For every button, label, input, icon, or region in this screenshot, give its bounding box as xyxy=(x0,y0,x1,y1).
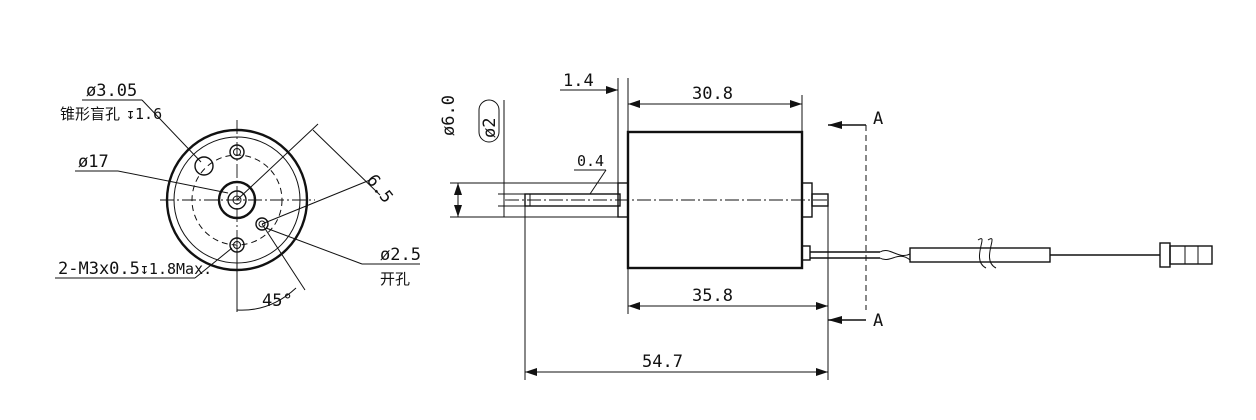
connector-housing xyxy=(1169,245,1213,265)
dim-total-arrow-l xyxy=(628,302,640,310)
shaft-dia-label: ø6.0 xyxy=(439,95,459,136)
dim-dia-arrow-t xyxy=(454,183,462,195)
dim-body-arrow-l xyxy=(628,100,640,108)
dim-overall-arrow-l xyxy=(525,368,537,376)
through-dia-label: ø2.5 xyxy=(380,245,421,265)
section-label-bottom: A xyxy=(873,311,883,331)
front-view: ø3.05 锥形盲孔 ↧1.6 ø17 2-M3x0.5↧1.8Max. ø2.… xyxy=(55,81,421,312)
conical-blind-hole xyxy=(194,156,214,176)
hole-depth-label: ↧1.6 xyxy=(126,105,162,123)
threaded-hole-top-core xyxy=(233,148,241,156)
body-dia-label: ø17 xyxy=(78,152,109,172)
section-label-top: A xyxy=(873,109,883,129)
dim-dia-arrow-b xyxy=(454,205,462,217)
shaft-dia2-box xyxy=(478,99,500,143)
through-note-label: 开孔 xyxy=(380,270,410,288)
dim-overall-arrow-r xyxy=(816,368,828,376)
shaft-center xyxy=(232,195,242,205)
overall-len-label: 54.7 xyxy=(642,352,683,372)
shaft-end xyxy=(227,190,247,210)
shaft-step-label: 0.4 xyxy=(577,152,604,170)
angle-dim-label: 45° xyxy=(262,291,293,311)
radius-ext-line xyxy=(261,179,371,225)
section-arrowhead-bottom xyxy=(828,316,842,324)
flange-len-label: 1.4 xyxy=(563,71,594,91)
motor-shaft xyxy=(524,193,621,207)
leader-thread xyxy=(194,247,233,279)
break-mark xyxy=(977,238,997,269)
rear-shaft xyxy=(811,193,829,207)
angle-arc xyxy=(236,287,297,311)
hub-boss xyxy=(217,180,257,220)
radius-ext-line-2 xyxy=(236,123,319,201)
hole-dia-label: ø3.05 xyxy=(86,81,137,101)
dim-body-arrow-r xyxy=(790,100,802,108)
through-hole-core xyxy=(258,220,266,228)
terminal-tab xyxy=(801,245,811,261)
body-len-label: 30.8 xyxy=(692,84,733,104)
hole-note-label: 锥形盲孔 xyxy=(60,105,120,123)
dim-flange-arrow xyxy=(606,86,618,94)
total-body-label: 35.8 xyxy=(692,286,733,306)
thread-spec-label: 2-M3x0.5↧1.8Max. xyxy=(58,259,212,279)
through-hole xyxy=(255,217,269,231)
threaded-hole-top xyxy=(229,144,245,160)
section-arrowhead-top xyxy=(828,121,842,129)
shaft-dia2-label: ø2 xyxy=(480,118,500,138)
radius-dim-line xyxy=(312,129,381,196)
radius-dim-label: 6.5 xyxy=(362,171,397,208)
side-view: A A 1.4 30.8 ø6.0 ø2 0.4 xyxy=(439,71,1213,380)
leader-body-dia xyxy=(117,170,229,194)
leader-hole-dia xyxy=(141,99,202,163)
wire-twist xyxy=(879,250,911,261)
leader-through-hole xyxy=(265,227,363,265)
angle-ext-line-2 xyxy=(261,223,306,291)
dim-total-arrow-r xyxy=(816,302,828,310)
connector-collar xyxy=(1159,242,1171,268)
step-leader xyxy=(589,169,607,195)
